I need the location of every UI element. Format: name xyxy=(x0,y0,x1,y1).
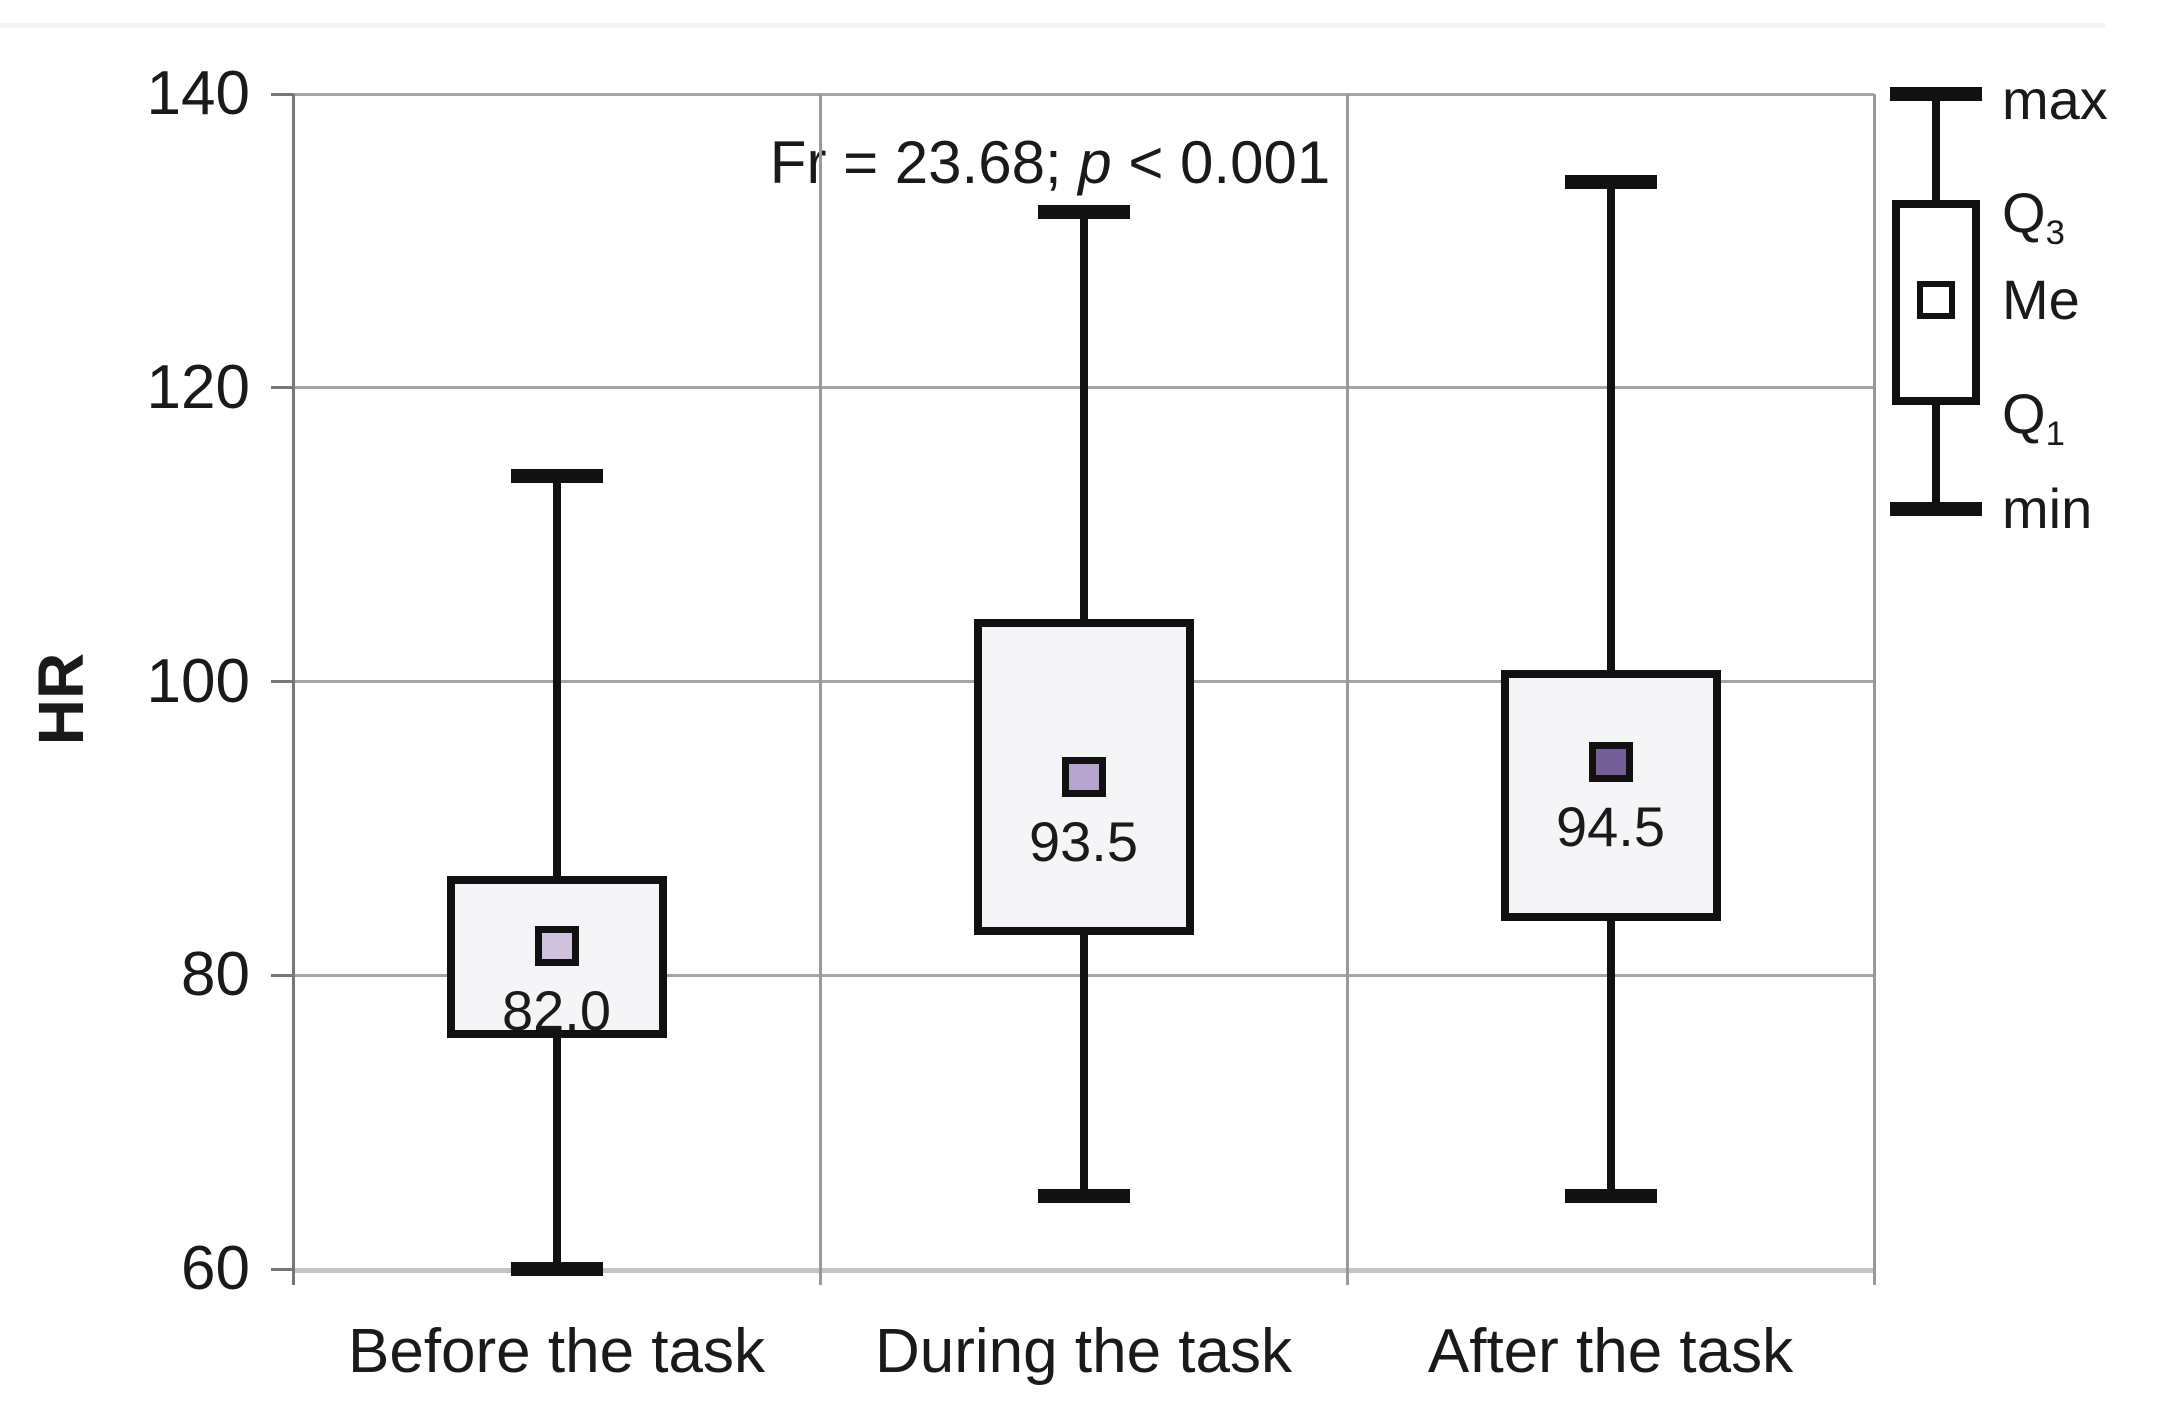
upper-whisker-before-the-task xyxy=(552,475,561,880)
max-cap-after-the-task xyxy=(1564,175,1657,190)
y-tick-100 xyxy=(271,680,293,683)
lower-whisker-after-the-task xyxy=(1606,916,1615,1196)
y-axis-title: HR xyxy=(25,652,97,746)
y-tick-label-140: 140 xyxy=(146,59,250,128)
legend-label-me: Me xyxy=(2002,268,2080,331)
legend-min-cap xyxy=(1890,502,1982,516)
legend-label-max: max xyxy=(2002,68,2108,131)
figure-top-edge xyxy=(0,23,2105,28)
legend-lower-whisker xyxy=(1932,405,1940,509)
upper-whisker-after-the-task xyxy=(1606,182,1615,675)
statistics-annotation: Fr = 23.68; p < 0.001 xyxy=(650,130,1450,196)
gridline-140 xyxy=(293,92,1874,96)
y-tick-label-80: 80 xyxy=(181,940,250,1010)
median-value-label-before-the-task: 82.0 xyxy=(502,978,611,1042)
upper-whisker-during-the-task xyxy=(1079,211,1088,623)
y-tick-label-60: 60 xyxy=(181,1234,250,1303)
median-marker-during-the-task xyxy=(1061,756,1106,797)
y-tick-label-120: 120 xyxy=(146,352,250,422)
legend-median-square xyxy=(1917,281,1955,319)
y-tick-120 xyxy=(271,386,293,390)
annotation-p-symbol: p xyxy=(1078,129,1112,196)
y-tick-80 xyxy=(271,973,293,977)
y-tick-60 xyxy=(271,1267,293,1271)
y-tick-140 xyxy=(271,92,293,96)
y-axis-line xyxy=(291,94,295,1285)
x-category-label-after-the-task: After the task xyxy=(1427,1317,1794,1386)
category-separator-2 xyxy=(1345,94,1349,1285)
plot-right-border xyxy=(1872,94,1876,1285)
annotation-fr-text: Fr = 23.68; xyxy=(769,129,1079,196)
median-marker-before-the-task xyxy=(534,925,579,966)
median-value-label-after-the-task: 94.5 xyxy=(1556,795,1665,859)
min-cap-after-the-task xyxy=(1564,1188,1657,1203)
annotation-p-value: < 0.001 xyxy=(1111,129,1331,196)
max-cap-during-the-task xyxy=(1037,204,1130,219)
max-cap-before-the-task xyxy=(510,468,603,483)
legend-label-q1: Q1 xyxy=(2002,382,2065,454)
median-value-label-during-the-task: 93.5 xyxy=(1029,809,1138,873)
lower-whisker-before-the-task xyxy=(552,1034,561,1269)
iqr-box-after-the-task xyxy=(1500,670,1721,921)
legend-label-min: min xyxy=(2002,477,2093,540)
legend-label-q3: Q3 xyxy=(2002,181,2065,253)
lower-whisker-during-the-task xyxy=(1079,931,1088,1196)
gridline-60 xyxy=(293,1267,1874,1273)
median-marker-after-the-task xyxy=(1588,742,1633,783)
min-cap-during-the-task xyxy=(1037,1188,1130,1203)
category-separator-1 xyxy=(818,94,822,1285)
min-cap-before-the-task xyxy=(510,1262,603,1276)
x-category-label-before-the-task: Before the task xyxy=(347,1317,766,1386)
legend-upper-whisker xyxy=(1932,94,1940,200)
y-tick-label-100: 100 xyxy=(146,646,250,716)
x-category-label-during-the-task: During the task xyxy=(875,1317,1292,1386)
